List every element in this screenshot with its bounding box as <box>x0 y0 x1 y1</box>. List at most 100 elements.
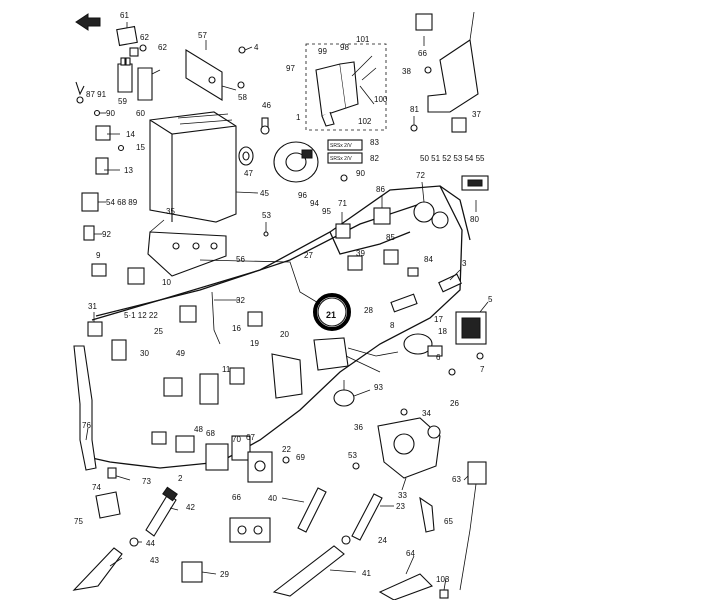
clip-103 <box>439 589 449 599</box>
callout-67: 67 <box>246 433 255 442</box>
label-83: SRSx 2/V <box>327 139 363 151</box>
clip-62 <box>129 44 147 57</box>
screw-90-b <box>340 174 348 182</box>
plate-68 <box>205 443 229 471</box>
pillar-trim-76 <box>73 345 97 471</box>
screw-58 <box>237 81 245 89</box>
bracket-43 <box>72 547 123 591</box>
callout-58: 58 <box>238 93 247 102</box>
callout-11: 11 <box>222 365 231 374</box>
callout-45: 45 <box>260 189 269 198</box>
screw-4 <box>238 46 253 54</box>
callout-70: 70 <box>232 435 241 444</box>
ignition-17-18 <box>403 333 443 357</box>
label-82: SRSx 2/V <box>327 152 363 164</box>
bolt-38 <box>424 66 432 74</box>
relay-16 <box>247 311 263 327</box>
relay-66-top <box>415 13 433 31</box>
relay-13 <box>95 157 109 175</box>
callout-64: 64 <box>406 549 415 558</box>
callout-7: 7 <box>480 365 485 374</box>
callout-31: 31 <box>88 302 97 311</box>
connector-67 <box>247 451 273 483</box>
bracket-60 <box>137 67 161 101</box>
callout-39: 39 <box>356 249 365 258</box>
screw-53 <box>263 222 269 237</box>
bracket-41 <box>272 545 345 597</box>
callout-26: 26 <box>450 399 459 408</box>
callout-47: 47 <box>244 169 253 178</box>
relay-22 <box>179 305 197 323</box>
connector-48 <box>151 431 195 453</box>
connector-29 <box>181 561 203 583</box>
switch-20 <box>271 353 303 399</box>
plate-66 <box>229 517 271 543</box>
callout-57: 57 <box>198 31 207 40</box>
callout-83: 83 <box>370 138 379 147</box>
callout-19: 19 <box>250 339 259 348</box>
callout-33: 33 <box>398 491 407 500</box>
callout-13: 13 <box>124 166 133 175</box>
callout-94: 94 <box>310 199 319 208</box>
callout-28: 28 <box>364 306 373 315</box>
callout-74: 74 <box>92 483 101 492</box>
relay-50-55 <box>451 117 467 133</box>
callout-42: 42 <box>186 503 195 512</box>
combination-switch <box>313 293 418 373</box>
callout-81: 81 <box>410 105 419 114</box>
callout-93: 93 <box>374 383 383 392</box>
callout-44: 44 <box>146 539 155 548</box>
label-82-text: SRSx 2/V <box>330 156 352 162</box>
relay-61 <box>116 25 138 47</box>
motor-93 <box>333 389 355 407</box>
callout-36: 36 <box>354 423 363 432</box>
gauge-85 <box>383 249 399 265</box>
callout-43: 43 <box>150 556 159 565</box>
callout-3: 3 <box>462 259 467 268</box>
ignition-switch-33 <box>377 417 441 479</box>
bracket-37 <box>427 39 479 113</box>
switch-80 <box>461 175 489 191</box>
relay-14 <box>95 125 111 141</box>
switch-11 <box>229 367 245 385</box>
relay-31 <box>87 321 103 337</box>
screw-69 <box>282 456 290 464</box>
callout-76: 76 <box>82 421 91 430</box>
bracket-65 <box>419 496 435 533</box>
callout-18: 18 <box>438 327 447 336</box>
callout-87-91: 87 91 <box>86 90 107 99</box>
callout-37: 37 <box>472 110 481 119</box>
callout-95: 95 <box>322 207 331 216</box>
screw-53-b <box>352 462 360 470</box>
callout-4: 4 <box>254 43 259 52</box>
front-arrow-icon <box>75 13 101 31</box>
gauge-86 <box>373 207 391 225</box>
callout-75: 75 <box>74 517 83 526</box>
callout-32: 32 <box>236 296 245 305</box>
callout-85: 85 <box>386 233 395 242</box>
callout-61: 61 <box>120 11 129 20</box>
callout-84: 84 <box>424 255 433 264</box>
callout-54-68-89: 54 68 89 <box>106 198 138 207</box>
callout-66: 66 <box>232 493 241 502</box>
callout-34: 34 <box>422 409 431 418</box>
callout-30: 30 <box>140 349 149 358</box>
lighter-3 <box>438 273 462 293</box>
callout-101: 101 <box>356 35 370 44</box>
callout-53: 53 <box>348 451 357 460</box>
callout-1: 1 <box>296 113 301 122</box>
leader-lines <box>85 11 489 591</box>
grommet-24 <box>341 535 351 545</box>
callout-49: 49 <box>176 349 185 358</box>
screw-34 <box>400 408 408 416</box>
callout-50-55: 50 51 52 53 54 55 <box>420 154 485 163</box>
label-83-text: SRSx 2/V <box>330 143 352 149</box>
callout-103: 103 <box>436 575 450 584</box>
callout-56: 56 <box>236 255 245 264</box>
callout-98: 98 <box>340 43 349 52</box>
callout-10: 10 <box>162 278 171 287</box>
callout-29: 29 <box>220 570 229 579</box>
callout-5-1-12-22: 5·1 12 22 <box>124 311 158 320</box>
screw-26 <box>448 368 456 376</box>
